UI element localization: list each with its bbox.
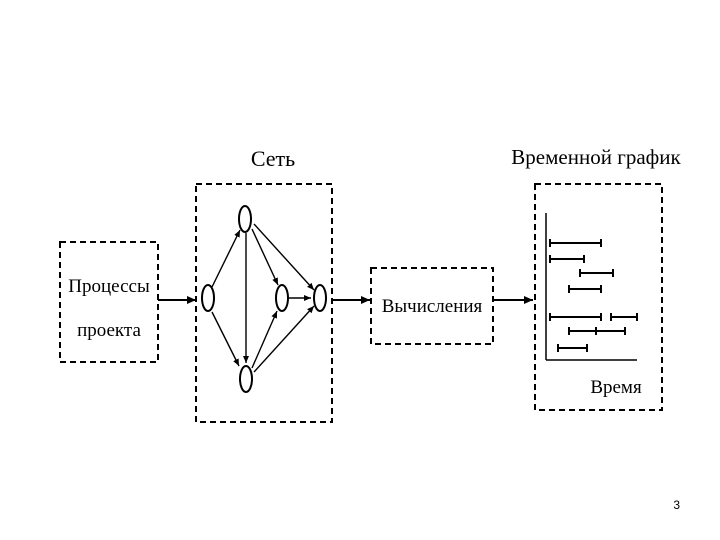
gantt-bar [610, 313, 638, 321]
processes-label-line1: Процессы [68, 276, 150, 297]
edge-bottom-to-end [253, 305, 315, 373]
node-bottom [239, 365, 253, 393]
gantt-bar [579, 269, 614, 277]
gantt-bar [568, 327, 596, 335]
processes-label-line2: проекта [77, 320, 141, 341]
node-start [201, 284, 215, 312]
network-box [195, 183, 333, 423]
gantt-axes [545, 213, 637, 361]
page-number: 3 [673, 498, 680, 512]
gantt-bar [595, 327, 626, 335]
edge-top-to-middle [251, 228, 279, 286]
processes-box [59, 241, 159, 363]
schedule-box [534, 183, 663, 411]
network-edges [211, 223, 315, 373]
node-top [238, 205, 252, 233]
node-end [313, 284, 327, 312]
gantt-bar [549, 255, 585, 263]
gantt-bars [549, 239, 638, 352]
schedule-title: Временной график [511, 145, 681, 169]
gantt-bar [549, 239, 602, 247]
gantt-bar [557, 344, 588, 352]
network-title: Сеть [251, 146, 295, 171]
node-middle [275, 284, 289, 312]
edge-bottom-to-middle [251, 310, 278, 369]
edge-start-to-bottom [211, 311, 240, 367]
gantt-bar [568, 285, 602, 293]
calculations-box [370, 267, 494, 345]
network-nodes [201, 205, 327, 393]
edge-top-to-end [253, 223, 315, 291]
gantt-bar [549, 313, 602, 321]
edge-start-to-top [211, 229, 241, 288]
time-axis-label: Время [590, 377, 642, 398]
calculations-label: Вычисления [382, 296, 483, 317]
